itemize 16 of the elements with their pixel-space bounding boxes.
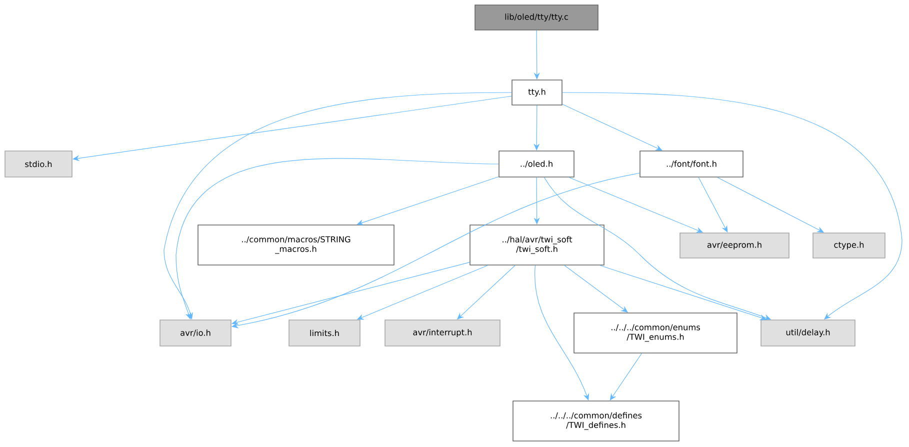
header-box: ../oled.h: [498, 150, 574, 178]
header-box: ../../../common/enums /TWI_enums.h: [574, 312, 738, 354]
header-box: limits.h: [288, 320, 360, 346]
header-box: ../font/font.h: [640, 150, 744, 178]
header-box: avr/interrupt.h: [384, 320, 500, 346]
header-box: util/delay.h: [760, 320, 856, 346]
header-box: ../hal/avr/twi_soft /twi_soft.h: [470, 224, 604, 266]
header-box: avr/io.h: [160, 320, 232, 346]
header-box: tty.h: [512, 80, 562, 106]
header-box: lib/oled/tty/tty.c: [474, 4, 598, 30]
header-box: ../common/macros/STRING _macros.h: [198, 224, 394, 266]
arrow: [356, 176, 499, 226]
header-box: ctype.h: [812, 232, 886, 258]
header-box: avr/eeprom.h: [680, 232, 790, 258]
header-box: ../../../common/defines /TWI_defines.h: [512, 400, 680, 442]
header-box: stdio.h: [4, 150, 72, 178]
